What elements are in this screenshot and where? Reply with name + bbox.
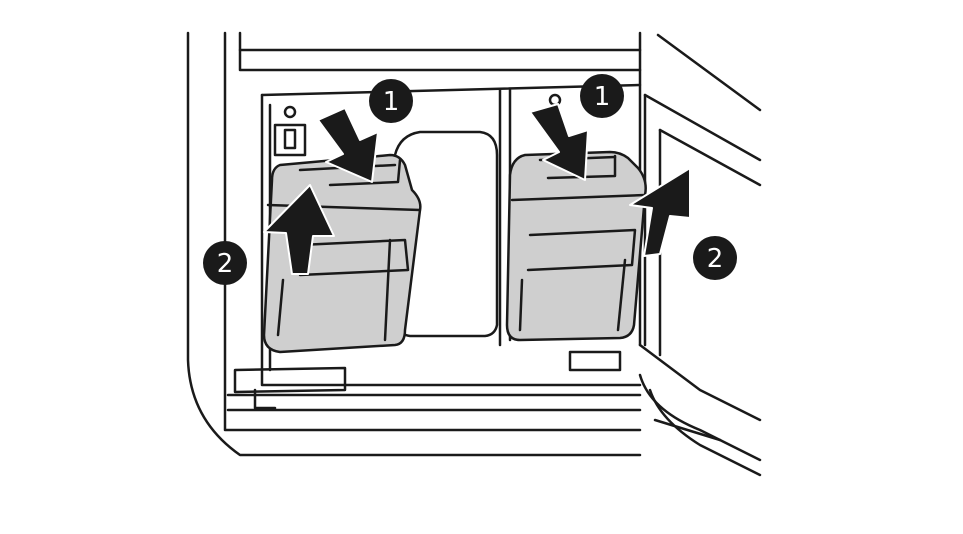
right-container [505, 150, 647, 342]
left-container [262, 153, 422, 354]
open-door [638, 33, 762, 477]
step-number: 2 [707, 244, 724, 274]
left-press-arrow [317, 107, 379, 183]
step-marker-right-2: 2 [693, 236, 737, 280]
step-marker-left-2: 2 [203, 241, 247, 285]
step-marker-right-1: 1 [580, 74, 624, 118]
step-number: 1 [594, 82, 611, 112]
right-press-arrow [529, 103, 589, 181]
right-lift-arrow [629, 167, 691, 257]
step-number: 1 [383, 87, 400, 117]
step-number: 2 [217, 249, 234, 279]
left-lift-arrow [263, 184, 335, 275]
step-marker-left-1: 1 [369, 79, 413, 123]
latch [273, 123, 307, 157]
